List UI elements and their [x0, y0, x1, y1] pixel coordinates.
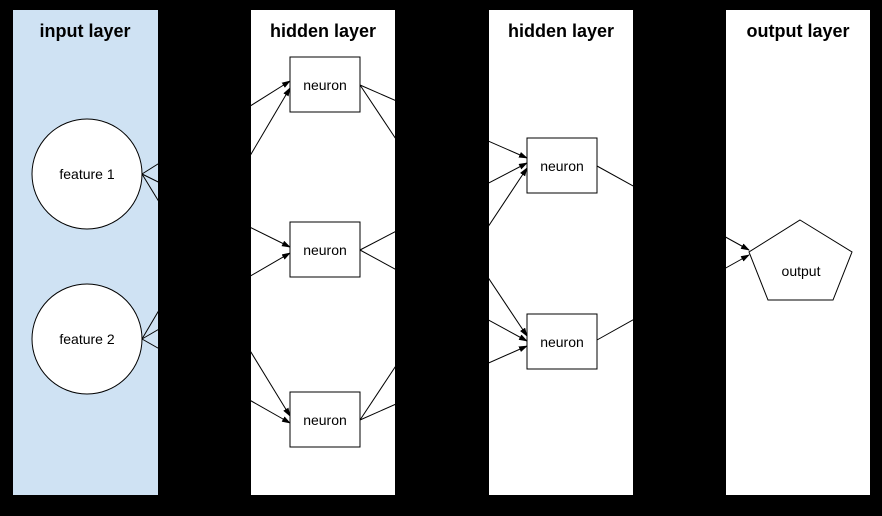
layer-title-input: input layer: [39, 21, 130, 41]
edge-feature2-to-h1n3: [141, 338, 291, 424]
edge-h1n3-to-h2n1: [359, 167, 528, 421]
edge-feature1-to-h1n2: [141, 173, 291, 248]
node-h1n1-rect: [289, 56, 361, 113]
node-label-h1n3: neuron: [303, 412, 347, 428]
node-label-h2n1: neuron: [540, 158, 584, 174]
node-label-h1n1: neuron: [303, 77, 347, 93]
edge-h1n3-to-h2n2: [359, 345, 528, 421]
node-label-feature2: feature 2: [59, 331, 114, 347]
nodes-group: feature 1 feature 2 neuron neuron neuron neur…: [31, 56, 853, 448]
edge-feature2-to-h1n1: [141, 87, 291, 340]
node-out1-pentagon: [748, 219, 853, 301]
edge-feature1-to-h1n1: [141, 80, 291, 175]
edge-feature1-to-h1n3: [141, 173, 291, 417]
node-h2n2-rect: [526, 313, 598, 370]
layer-title-hidden1: hidden layer: [270, 21, 376, 41]
node-h1n3-rect: [289, 391, 361, 448]
node-feature1-circle: [31, 118, 143, 230]
layer-titles-group: input layer hidden layer hidden layer outpu…: [39, 21, 849, 41]
edge-h1n2-to-h2n1: [359, 162, 528, 251]
node-h2n1-rect: [526, 137, 598, 194]
layer-panel-hidden2: [489, 10, 633, 495]
node-label-feature1: feature 1: [59, 166, 114, 182]
edge-feature2-to-h1n2: [141, 252, 291, 340]
node-h1n2-rect: [289, 221, 361, 278]
edge-h1n1-to-h2n2: [359, 84, 528, 337]
layer-panel-input: [13, 10, 158, 495]
layer-title-output: output layer: [746, 21, 849, 41]
node-label-h2n2: neuron: [540, 334, 584, 350]
node-feature2-circle: [31, 283, 143, 395]
edge-h2n1-to-out1: [596, 165, 750, 251]
layer-title-hidden2: hidden layer: [508, 21, 614, 41]
edge-h2n2-to-out1: [596, 254, 750, 341]
edge-h1n2-to-h2n2: [359, 249, 528, 342]
node-label-out1: output: [782, 263, 821, 279]
edges-group: [141, 80, 750, 424]
node-label-h1n2: neuron: [303, 242, 347, 258]
edge-h1n1-to-h2n1: [359, 84, 528, 159]
